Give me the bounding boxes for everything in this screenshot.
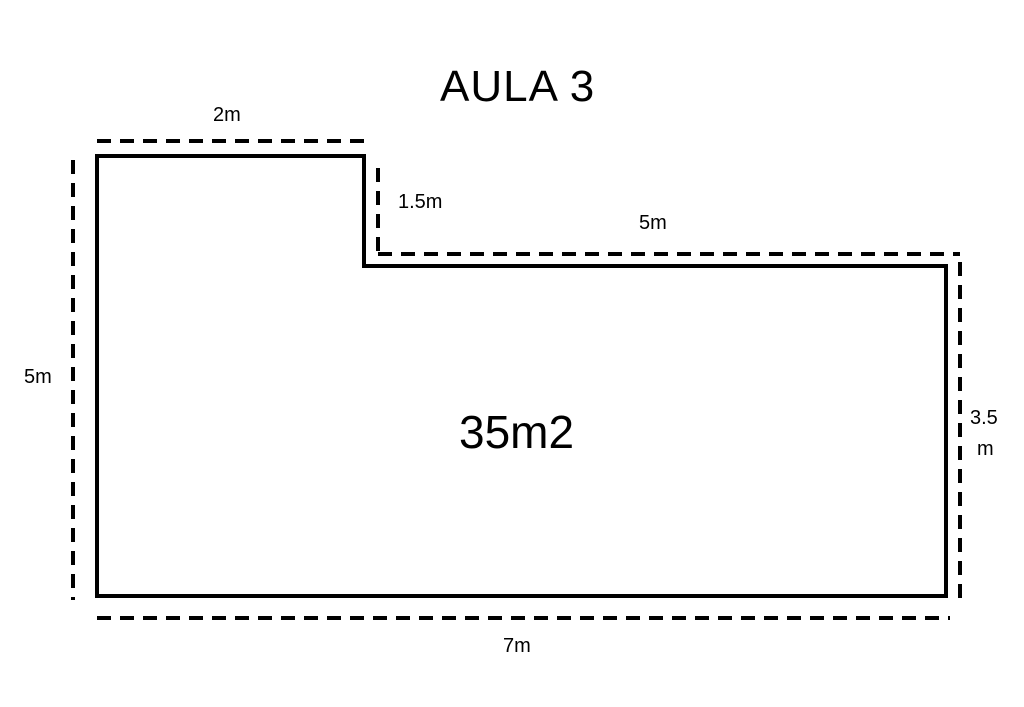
dim-label-right: 3.5 m: [970, 403, 998, 465]
dim-label-bottom: 7m: [503, 635, 531, 657]
dim-label-step: 1.5m: [398, 191, 443, 213]
dim-label-top-right: 5m: [639, 212, 667, 234]
plan-title: AULA 3: [440, 62, 596, 111]
room-outline: [95, 154, 948, 598]
area-label: 35m2: [459, 406, 575, 458]
dim-label-top-left: 2m: [213, 104, 241, 126]
dim-label-left: 5m: [24, 366, 52, 388]
dim-label-right-line2: m: [977, 438, 994, 460]
dim-label-right-line1: 3.5: [970, 407, 998, 429]
